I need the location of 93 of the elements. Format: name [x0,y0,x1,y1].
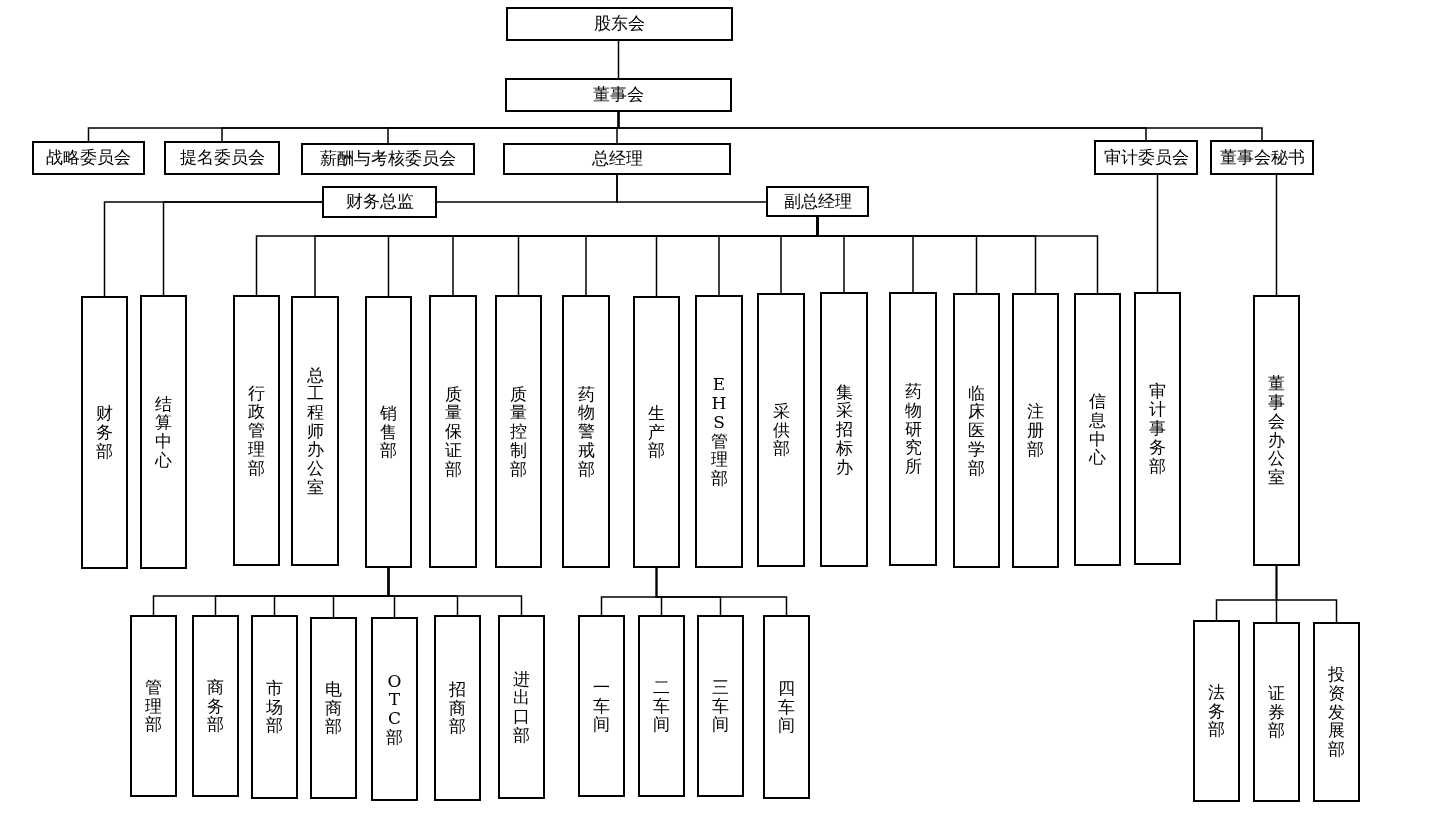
unit-name: 临床医学部 [968,383,985,478]
org-unit-box [1134,292,1181,565]
unit-name: 管理部 [145,677,162,735]
org-unit-box [505,78,732,112]
unit-name: 证券部 [1268,683,1285,741]
org-unit-box [697,615,744,797]
connector-line [616,174,767,203]
org-unit-box [81,296,128,569]
connector-line [162,201,323,296]
org-unit-box [233,295,280,566]
unit-name: 薪酬与考核委员会 [320,148,456,170]
unit-name: 进出口部 [513,669,530,745]
unit-name: 结算中心 [155,394,172,470]
connector-line [617,40,620,79]
org-unit-box [1253,295,1300,566]
org-unit-box [1012,293,1059,568]
org-unit-box [638,615,685,797]
org-unit-box [365,296,412,568]
org-unit-box [32,141,145,175]
org-unit-box [192,615,239,797]
unit-name: 质量保证部 [444,384,462,479]
unit-name: 总经理 [591,148,643,170]
unit-name: 财务总监 [345,191,414,213]
org-unit-box [251,615,298,799]
org-unit-box [310,617,357,799]
org-unit-box [371,617,418,801]
unit-name: 四车间 [778,678,795,736]
unit-name: 注册部 [1027,402,1044,459]
connector-line [1275,174,1278,296]
unit-name: 采供部 [772,401,790,459]
unit-name: 股东会 [594,13,645,35]
unit-name: 集采招标办 [835,382,853,477]
unit-name: 董事会办公室 [1268,374,1285,487]
unit-name: 总工程师办公室 [306,365,324,497]
unit-name: 董事会秘书 [1219,146,1305,169]
connector-line [387,567,523,616]
org-unit-box [889,292,937,566]
org-unit-box [301,143,475,175]
org-unit-box [820,292,868,567]
unit-name: 质量控制部 [510,384,527,479]
org-unit-box [757,293,805,567]
org-unit-box [498,615,545,799]
org-unit-box [164,141,280,175]
unit-name: 招商部 [449,679,466,737]
unit-name: EHS管理部 [710,375,728,488]
org-unit-box [291,296,339,566]
org-unit-box [578,615,625,797]
org-unit-box [763,615,810,799]
org-unit-box [434,615,481,801]
org-unit-box [1210,140,1314,175]
org-unit-box [562,295,610,568]
org-unit-box [1313,622,1360,802]
org-unit-box [1074,293,1121,566]
org-unit-box [506,7,733,41]
unit-name: 法务部 [1208,682,1225,740]
org-unit-box [953,293,1000,568]
org-unit-box [429,295,477,568]
unit-name: 董事会 [593,84,644,106]
unit-name: 电商部 [325,679,342,737]
unit-name: OTC部 [386,671,403,747]
org-unit-box [766,186,869,217]
connector-line [1156,174,1159,293]
unit-name: 审计事务部 [1149,381,1166,476]
org-unit-box [140,295,187,569]
unit-name: 财务部 [96,404,113,461]
unit-name: 一车间 [593,677,610,735]
unit-name: 商务部 [207,677,224,735]
org-unit-box [1193,620,1240,802]
unit-name: 投资发展部 [1328,665,1345,759]
unit-name: 生产部 [648,403,665,461]
unit-name: 三车间 [712,677,729,735]
unit-name: 战略委员会 [46,147,131,169]
unit-name: 行政管理部 [248,383,265,478]
org-unit-box [695,295,743,568]
org-unit-box [322,186,437,218]
unit-name: 药物研究所 [904,382,922,476]
unit-name: 提名委员会 [179,147,265,169]
org-unit-box [1094,140,1198,175]
org-unit-box [130,615,177,797]
unit-name: 销售部 [380,403,397,461]
unit-name: 二车间 [653,677,670,735]
org-unit-box [633,296,680,568]
org-unit-box [1253,622,1300,802]
org-unit-box [495,295,542,568]
unit-name: 信息中心 [1089,392,1106,467]
org-unit-box [503,143,731,175]
unit-name: 副总经理 [783,190,852,213]
connector-line [1275,565,1338,623]
unit-name: 市场部 [266,678,283,736]
unit-name: 药物警戒部 [577,384,595,479]
connector-line [655,567,788,616]
unit-name: 审计委员会 [1103,146,1189,169]
connector-line [617,111,1263,141]
